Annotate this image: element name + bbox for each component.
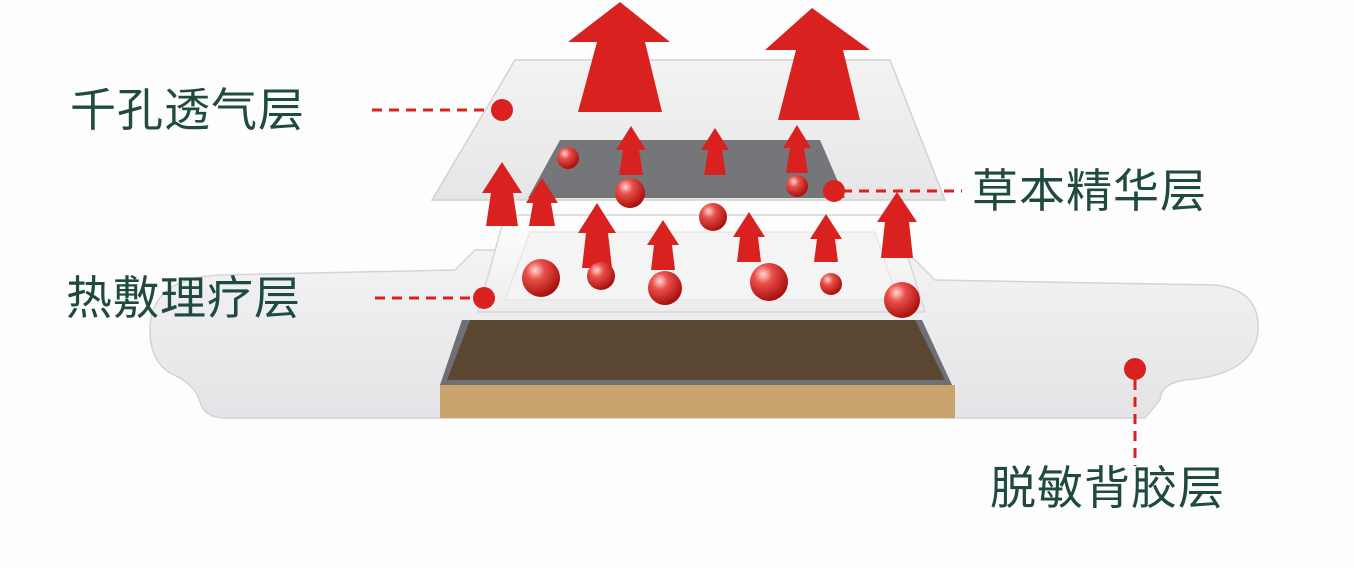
red-spheres bbox=[522, 147, 920, 318]
wood-base-layer bbox=[440, 385, 955, 418]
callout-lines bbox=[372, 108, 1137, 466]
label-thermal-layer: 热敷理疗层 bbox=[66, 271, 301, 325]
callout-dots bbox=[473, 99, 1146, 380]
large-arrow-left bbox=[568, 2, 670, 112]
herbal-pad-shape bbox=[528, 140, 845, 198]
large-arrow-right bbox=[765, 8, 870, 120]
small-arrows bbox=[482, 125, 917, 270]
label-herbal-layer: 草本精华层 bbox=[972, 164, 1207, 218]
thermal-pad-core bbox=[447, 320, 945, 380]
label-perforated-layer: 千孔透气层 bbox=[70, 83, 305, 137]
label-backing-layer: 脱敏背胶层 bbox=[990, 461, 1225, 515]
